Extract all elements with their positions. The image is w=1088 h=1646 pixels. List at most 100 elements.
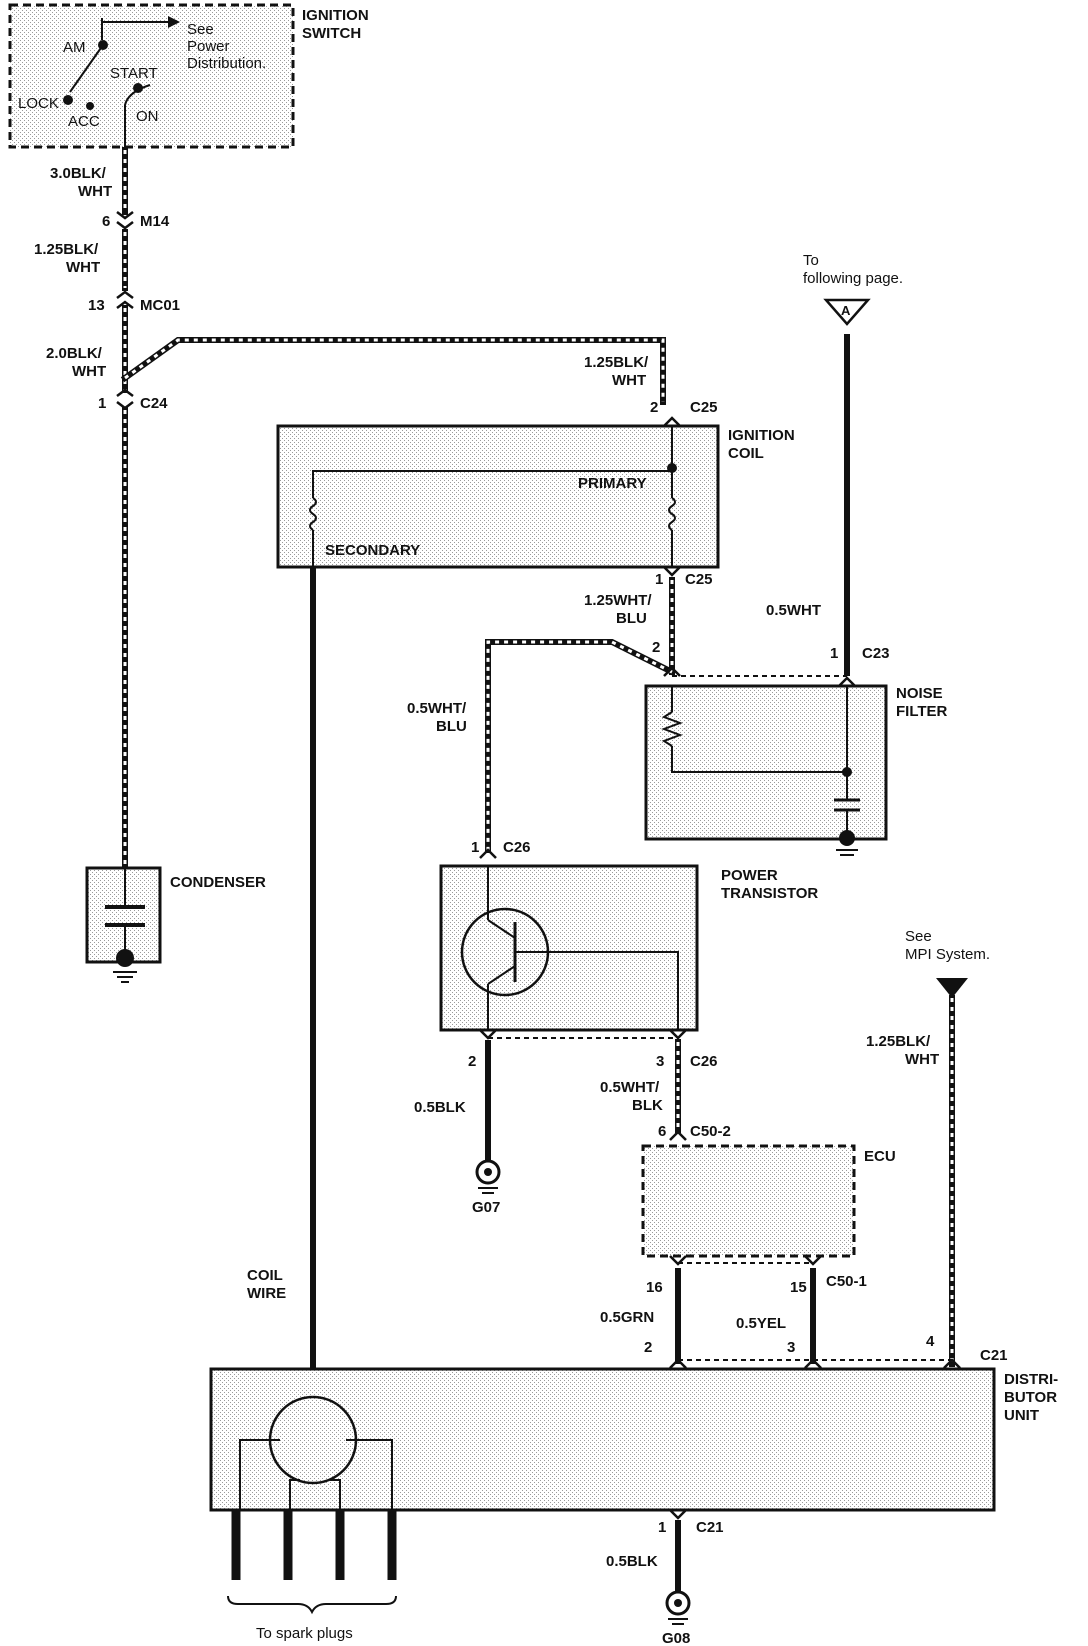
noise-filter-label-2: FILTER [896,703,948,720]
ignition-coil: PRIMARY SECONDARY IGNITION COIL [276,424,795,569]
main-feed-wire [120,147,666,871]
to-following-2: following page. [803,270,903,287]
wire-label: 2.0BLK/ [46,345,103,362]
connector-c24: 1 C24 [98,388,168,412]
m14-pin: 6 [102,213,110,230]
c50-1-pin-15: 15 [790,1279,807,1296]
ignition-coil-label: IGNITION [728,427,795,444]
wire-label: 0.5YEL [736,1315,786,1332]
wire-label: 1.25BLK/ [584,354,649,371]
switch-start-label: START [110,65,158,82]
condenser: CONDENSER [85,866,266,983]
distributor-ground: 1 C21 0.5BLK G08 [606,1509,724,1646]
wire-label: 0.5GRN [600,1309,654,1326]
g08-label: G08 [662,1630,690,1646]
wire-label: BLU [616,610,647,627]
secondary-label: SECONDARY [325,542,420,559]
wire-label: 0.5BLK [606,1553,658,1570]
coil-wire-label-2: WIRE [247,1285,286,1302]
distributor-label-3: UNIT [1004,1407,1039,1424]
ecu: ECU 16 15 C50-1 0.5GRN 0.5YEL [600,1144,896,1364]
c50-1-label: C50-1 [826,1273,867,1290]
wire-label: WHT [72,363,106,380]
to-following-page-ref: To following page. A 0.5WHT 1 C23 [766,252,903,687]
c26-bottom-label: C26 [690,1053,718,1070]
see-power-distribution-1: See [187,21,214,38]
wire-label: 1.25WHT/ [584,592,652,609]
c26-bottom-pin-right: 3 [656,1053,664,1070]
transistor-ecu-wire: 0.5WHT/ BLK 6 C50-2 [600,1039,731,1141]
wire-label: WHT [905,1051,939,1068]
connector-c21-top: 2 3 4 C21 [644,1333,1008,1369]
wire-label: BLK [632,1097,663,1114]
off-page-letter: A [841,303,851,318]
noise-filter: NOISE FILTER [644,675,948,856]
spark-plugs-label: To spark plugs [256,1625,353,1642]
ignition-switch: IGNITION SWITCH AM START LOCK ACC ON See… [8,3,369,149]
c21-pin-4: 4 [926,1333,935,1350]
c23-pin: 1 [830,645,838,662]
c21-bottom-label: C21 [696,1519,724,1536]
c25-top-pin: 2 [650,399,658,416]
switch-am-label: AM [63,39,86,56]
g07-label: G07 [472,1199,500,1216]
ignition-switch-title: IGNITION [302,7,369,24]
mc01-label: MC01 [140,297,180,314]
c21-top-label: C21 [980,1347,1008,1364]
switch-acc-label: ACC [68,113,100,130]
c25-bottom-label: C25 [685,571,713,588]
mpi-system-ref: See MPI System. 1.25BLK/ WHT [866,928,990,1367]
wire-label: 3.0BLK/ [50,165,107,182]
wire-label: BLU [436,718,467,735]
see-power-distribution-2: Power [187,38,230,55]
wire-label: 0.5WHT/ [600,1079,660,1096]
connector-c25-top: 2 C25 [650,399,718,427]
c26-top-pin: 1 [471,839,479,856]
distributor-unit: DISTRI- BUTOR UNIT To spark plugs [209,1367,1058,1642]
c25-top-label: C25 [690,399,718,416]
noise-filter-pin: 2 [652,639,660,656]
c26-bottom-pin-left: 2 [468,1053,476,1070]
c50-2-pin: 6 [658,1123,666,1140]
c21-bottom-pin: 1 [658,1519,666,1536]
wire-label: WHT [66,259,100,276]
power-transistor-label-2: TRANSISTOR [721,885,818,902]
m14-label: M14 [140,213,170,230]
ignition-switch-title-2: SWITCH [302,25,361,42]
c50-1-pin-16: 16 [646,1279,663,1296]
ecu-label: ECU [864,1148,896,1165]
c23-label: C23 [862,645,890,662]
transistor-ground-wire: 0.5BLK G07 [414,1040,501,1216]
wire-label: WHT [612,372,646,389]
power-transistor-label: POWER [721,867,778,884]
c50-2-label: C50-2 [690,1123,731,1140]
coil-to-transistor-wire: 1 C25 2 [485,566,713,853]
mc01-pin: 13 [88,297,105,314]
ignition-coil-label-2: COIL [728,445,764,462]
c24-label: C24 [140,395,168,412]
distributor-label: DISTRI- [1004,1371,1058,1388]
distributor-label-2: BUTOR [1004,1389,1057,1406]
noise-filter-label: NOISE [896,685,943,702]
wire-label: WHT [78,183,112,200]
c26-top-label: C26 [503,839,531,856]
connector-m14: 6 M14 [102,211,170,230]
primary-label: PRIMARY [578,475,647,492]
wire-label: 0.5WHT [766,602,821,619]
condenser-label: CONDENSER [170,874,266,891]
c24-pin: 1 [98,395,106,412]
wire-label: 0.5WHT/ [407,700,467,717]
c21-pin-3: 3 [787,1339,795,1356]
see-power-distribution-3: Distribution. [187,55,266,72]
c25-bottom-pin: 1 [655,571,663,588]
c21-pin-2: 2 [644,1339,652,1356]
coil-wire-label: COIL [247,1267,283,1284]
switch-lock-label: LOCK [18,95,59,112]
connector-mc01: 13 MC01 [88,290,180,314]
wire-label: 1.25BLK/ [866,1033,931,1050]
see-mpi-2: MPI System. [905,946,990,963]
to-following-1: To [803,252,819,269]
see-mpi-1: See [905,928,932,945]
coil-wire: COIL WIRE [247,567,316,1450]
